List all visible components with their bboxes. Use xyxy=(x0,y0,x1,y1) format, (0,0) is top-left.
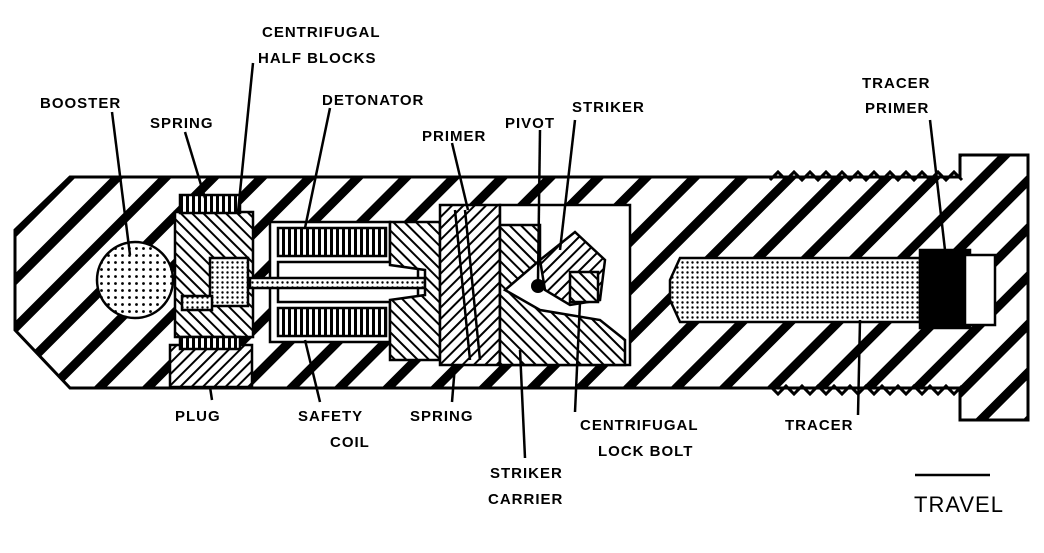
label-striker-carrier-line1: STRIKER xyxy=(490,465,563,482)
primer-lines xyxy=(453,209,482,361)
primer xyxy=(438,203,502,367)
label-spring-bottom: SPRING xyxy=(410,408,474,425)
booster xyxy=(95,240,175,320)
label-tracer-primer-line2: PRIMER xyxy=(865,100,929,117)
label-safety-coil-line1: SAFETY xyxy=(298,408,363,425)
label-centrifugal-half-blocks-line1: CENTRIFUGAL xyxy=(262,24,381,41)
label-plug: PLUG xyxy=(175,408,221,425)
plug-spring xyxy=(178,335,242,351)
centrifugal-lock-bolt xyxy=(568,270,600,304)
spring-top-part xyxy=(178,193,242,215)
detonator-assembly xyxy=(248,220,427,344)
centrifugal-half-blocks xyxy=(173,210,255,339)
tracer-cap xyxy=(963,253,997,327)
striker-chamber xyxy=(498,203,632,367)
label-spring-top: SPRING xyxy=(150,115,214,132)
label-striker-carrier-line2: CARRIER xyxy=(488,491,563,508)
tracer-primer xyxy=(918,248,972,330)
label-tracer-primer-line1: TRACER xyxy=(862,75,931,92)
label-pivot: PIVOT xyxy=(505,115,555,132)
label-detonator: DETONATOR xyxy=(322,92,424,109)
label-tracer: TRACER xyxy=(785,417,854,434)
striker-carrier xyxy=(498,223,627,367)
tracer xyxy=(668,256,922,324)
pivot xyxy=(531,279,545,293)
label-travel: TRAVEL xyxy=(914,492,1004,517)
body-threads-top xyxy=(768,169,964,183)
detonator xyxy=(276,226,388,258)
body-threads-bottom xyxy=(768,383,964,397)
label-centrifugal-lock-bolt-line1: CENTRIFUGAL xyxy=(580,417,699,434)
label-safety-coil-line2: COIL xyxy=(330,434,370,451)
label-booster: BOOSTER xyxy=(40,95,121,112)
plug-part xyxy=(168,343,254,389)
safety-coil xyxy=(276,306,388,338)
label-centrifugal-lock-bolt-line2: LOCK BOLT xyxy=(598,443,693,460)
label-primer: PRIMER xyxy=(422,128,486,145)
leader-lines xyxy=(110,62,990,477)
label-striker: STRIKER xyxy=(572,99,645,116)
label-centrifugal-half-blocks-line2: HALF BLOCKS xyxy=(258,50,377,67)
